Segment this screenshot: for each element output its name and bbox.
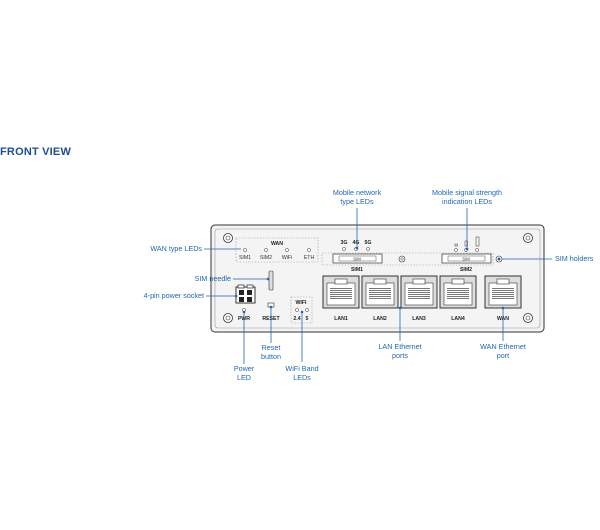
callout-sim-needle: SIM needle [195, 274, 231, 283]
wifi-band-5-label: 5 [306, 316, 309, 322]
callout-power-led-line2: LED [237, 373, 251, 382]
callout-wan-line1: WAN Ethernet [480, 342, 526, 351]
lan4-label: LAN4 [451, 316, 465, 322]
callout-labels: Mobile network type LEDs Mobile signal s… [144, 188, 594, 382]
callout-lan-line1: LAN Ethernet [378, 342, 421, 351]
net-label-3g: 3G [341, 240, 348, 246]
wan-led-eth [307, 248, 311, 252]
sim1-label: SIM1 [351, 267, 363, 273]
wan-led-label-sim2: SIM2 [260, 255, 272, 261]
callout-endpoint-dots [234, 246, 505, 314]
wan-led-label-sim1: SIM1 [239, 255, 251, 261]
lan3-label: LAN3 [412, 316, 426, 322]
callout-mobile-network-line1: Mobile network [333, 188, 382, 197]
section-title: FRONT VIEW [0, 146, 72, 158]
network-type-leds: 3G 4G 5G [341, 240, 372, 251]
callout-wifi-band-line1: WiFi Band [285, 364, 318, 373]
callout-wan-type-leds: WAN type LEDs [150, 244, 202, 253]
wan-led-label-wifi: WiFi [282, 255, 292, 261]
net-label-5g: 5G [365, 240, 372, 246]
wifi-band-leds: WIFI 2.4 5 [290, 296, 313, 324]
sim2-slot[interactable] [441, 253, 492, 264]
callout-wan-line2: port [497, 351, 509, 360]
reset-label: RESET [262, 316, 280, 322]
wan-led-group: WAN SIM1 SIM2 WiFi ETH [235, 237, 319, 263]
sim-needle[interactable] [268, 270, 274, 291]
sim2-slot-text: SIM [462, 257, 470, 262]
lan2-label: LAN2 [373, 316, 387, 322]
callout-wifi-band-line2: LEDs [293, 373, 311, 382]
lan-port-4[interactable] [439, 275, 477, 309]
callout-power-socket: 4-pin power socket [144, 291, 204, 300]
callout-lan-line2: ports [392, 351, 408, 360]
callout-sim-holders: SIM holders [555, 254, 594, 263]
callout-leader-lines [204, 208, 552, 364]
wan-led-wifi [285, 248, 289, 252]
callout-reset-line2: button [261, 352, 281, 361]
signal-strength-leds [454, 236, 480, 252]
sim2-label: SIM2 [460, 267, 472, 273]
wifi-group-label: WIFI [296, 300, 308, 306]
sim-area: SIM SIM SIM1 SIM2 [321, 252, 503, 273]
wan-led-label-eth: ETH [304, 255, 315, 261]
callout-mobile-network-line2: type LEDs [340, 197, 374, 206]
sim1-slot-text: SIM [353, 257, 361, 262]
lan1-label: LAN1 [334, 316, 348, 322]
sim1-slot[interactable] [332, 253, 383, 264]
callout-reset-line1: Reset [262, 343, 281, 352]
power-socket[interactable] [235, 284, 256, 304]
lan-port-2[interactable] [361, 275, 399, 309]
sim1-eject-hole[interactable] [398, 255, 406, 263]
wan-led-sim2 [264, 248, 268, 252]
net-label-4g: 4G [353, 240, 360, 246]
callout-signal-line1: Mobile signal strength [432, 188, 502, 197]
lan-port-3[interactable] [400, 275, 438, 309]
wan-group-label: WAN [271, 241, 283, 247]
callout-signal-line2: indication LEDs [442, 197, 492, 206]
callout-power-led-line1: Power [234, 364, 255, 373]
wan-port[interactable] [484, 275, 522, 309]
wan-led-sim1 [243, 248, 247, 252]
wifi-band-24-label: 2.4 [293, 316, 300, 322]
lan-port-1[interactable] [322, 275, 360, 309]
